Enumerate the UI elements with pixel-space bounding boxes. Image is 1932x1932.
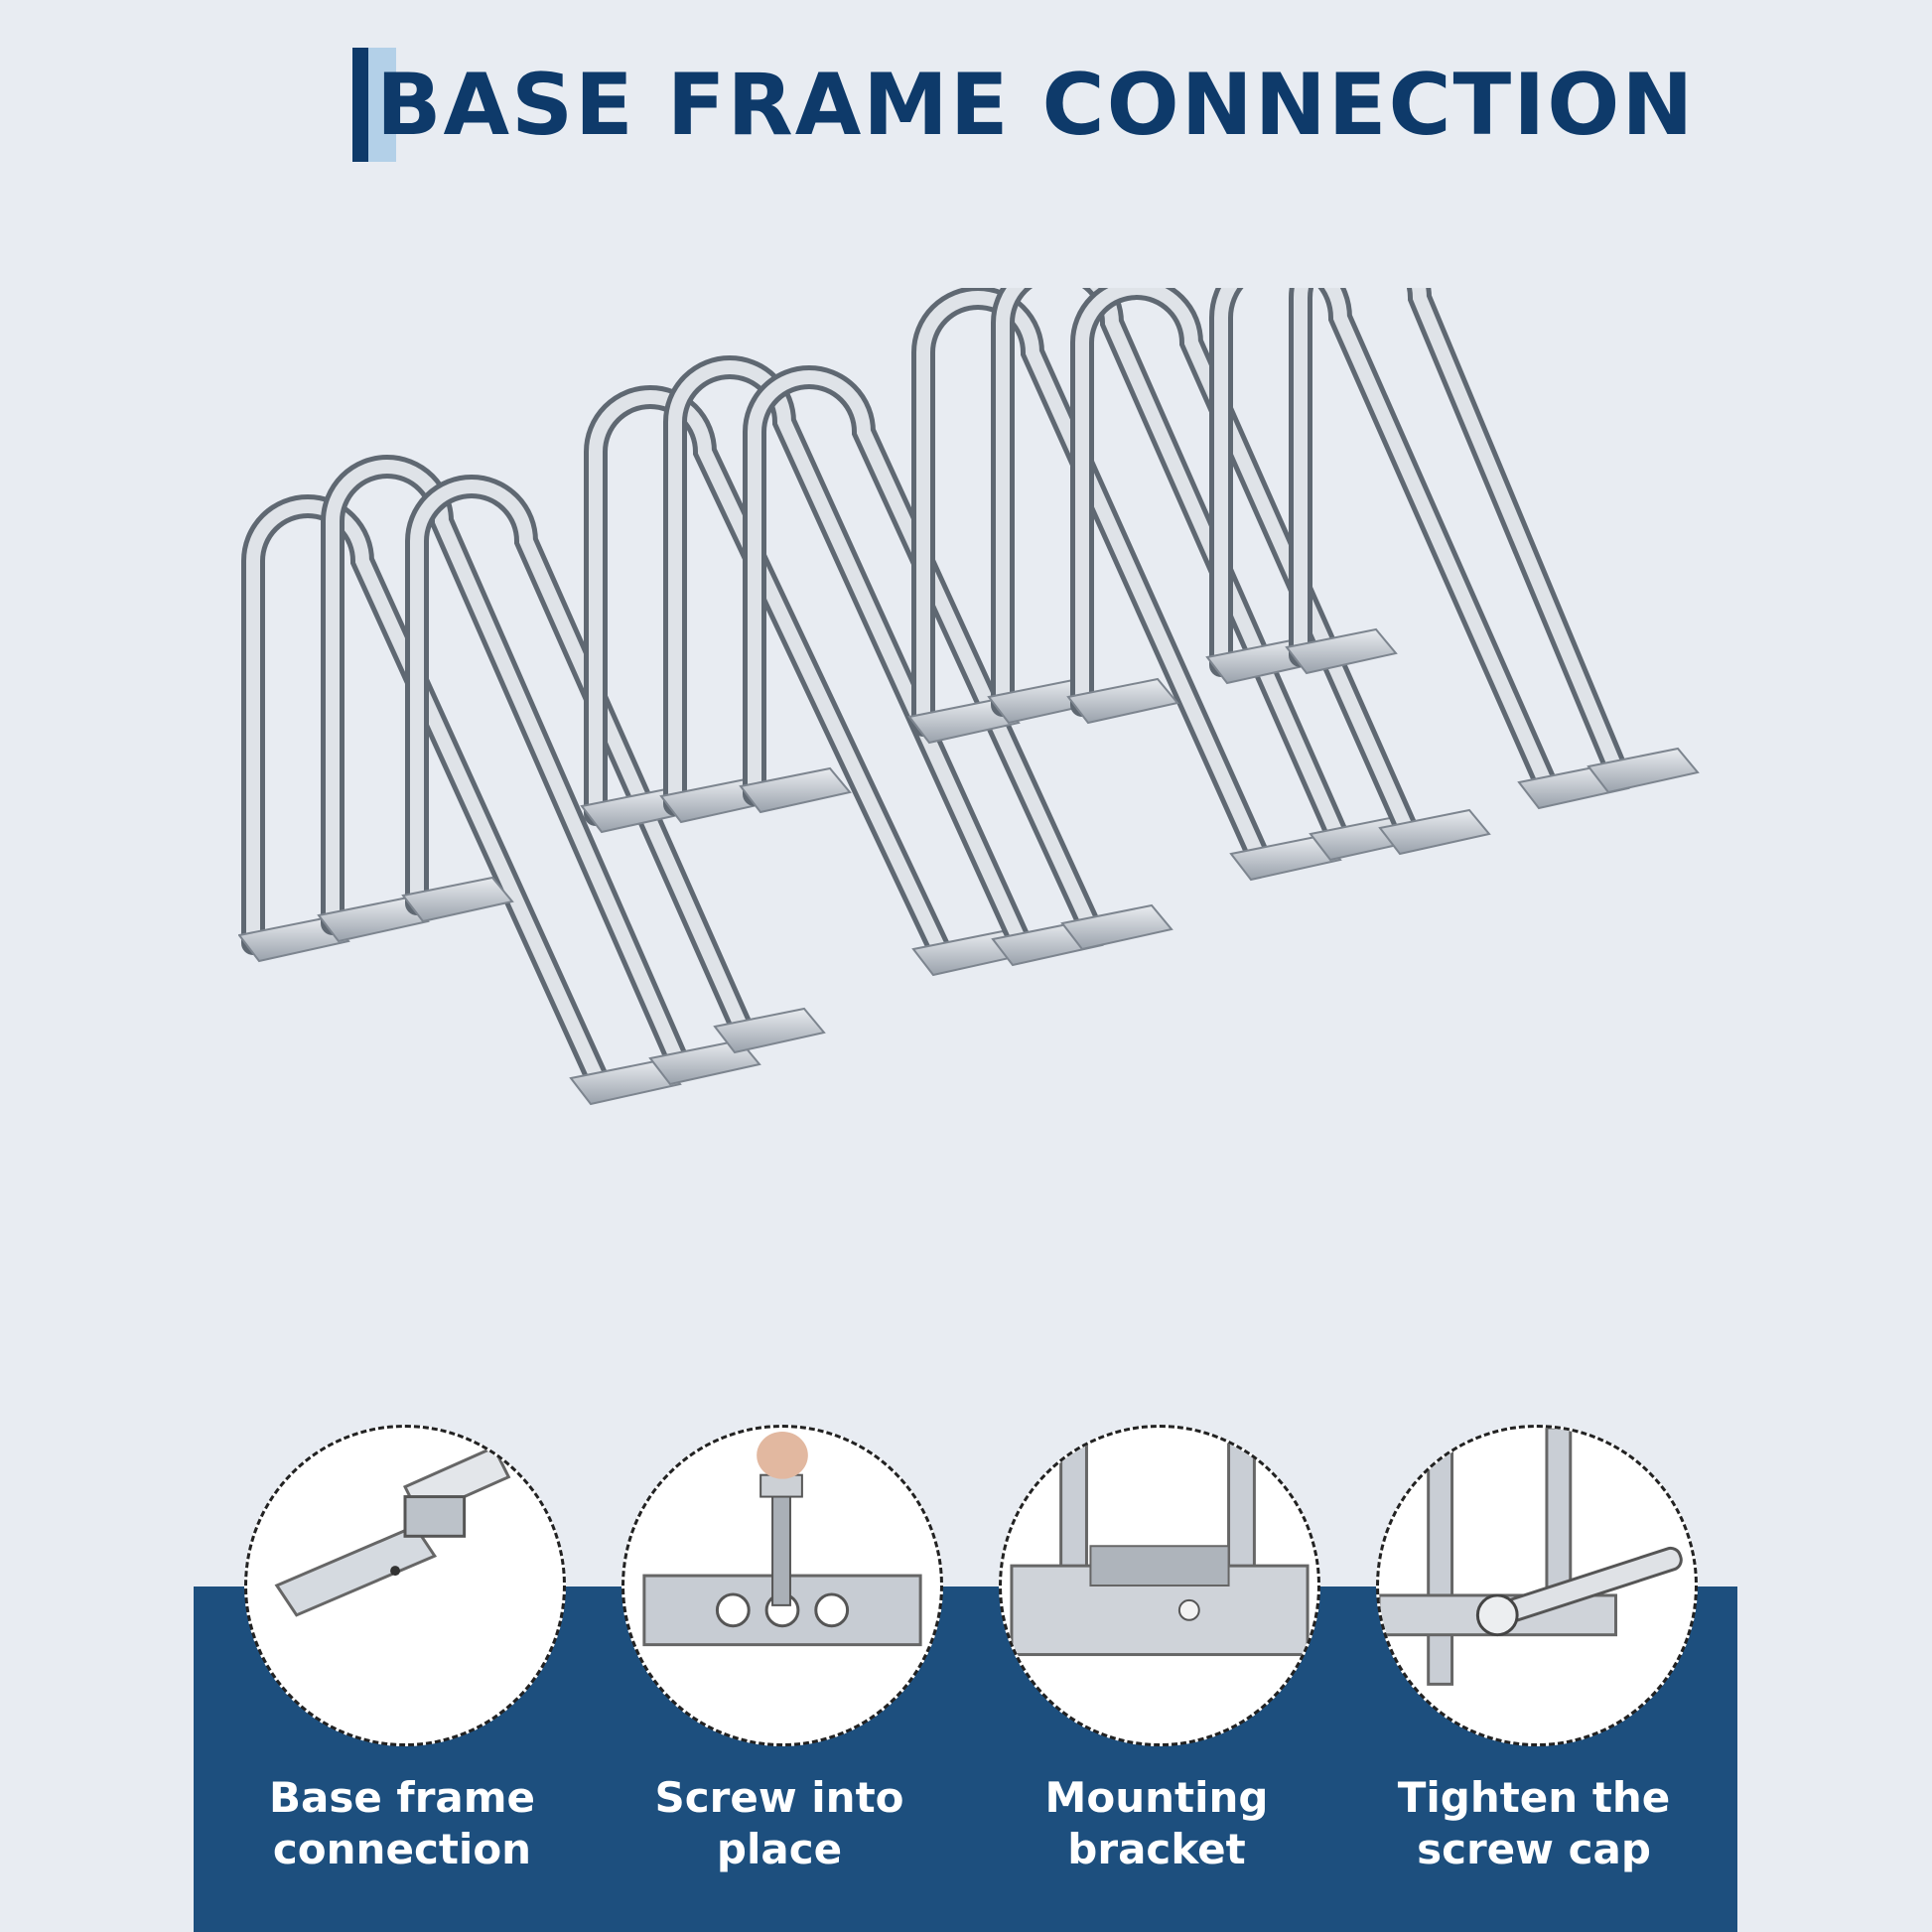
base-plate <box>907 697 1021 745</box>
base-plate <box>1229 834 1342 882</box>
bike-rack-illustration <box>238 288 1700 1106</box>
rack-tube-highlight <box>589 390 950 964</box>
step-caption-line1: Tighten the <box>1397 1773 1671 1822</box>
base-plate <box>739 766 852 814</box>
base-plate <box>1285 627 1398 675</box>
base-plate <box>713 1007 826 1054</box>
screw-insert-icon <box>621 1425 943 1746</box>
title-accent-bar <box>352 48 396 162</box>
base-plate <box>569 1058 682 1106</box>
rack-tube-highlight <box>246 499 608 1093</box>
base-plate <box>238 915 350 963</box>
step-caption-line2: bracket <box>1067 1825 1246 1873</box>
rack-tube-highlight <box>916 291 1268 869</box>
step-caption-line2: place <box>716 1825 843 1873</box>
page-title: BASE FRAME CONNECTION <box>352 48 1695 162</box>
tube-joint-icon <box>244 1425 566 1746</box>
base-plate <box>648 1038 761 1086</box>
base-plate <box>1060 903 1173 951</box>
base-plate <box>1587 747 1700 794</box>
base-plate <box>317 896 430 943</box>
base-plate <box>401 876 514 923</box>
step-caption-line1: Screw into <box>654 1773 904 1822</box>
base-plate <box>1378 808 1491 856</box>
rack-tube-highlight <box>748 370 1099 938</box>
rack-tube-highlight <box>1075 288 1417 843</box>
step-caption-line2: connection <box>272 1825 532 1873</box>
rack-tube-highlight <box>410 480 752 1041</box>
mounting-bracket-icon <box>999 1425 1320 1746</box>
rack-tube-highlight <box>668 360 1030 954</box>
base-plate <box>1066 677 1179 725</box>
step-caption-line2: screw cap <box>1417 1825 1651 1873</box>
rack-tube-highlight <box>1214 288 1556 797</box>
step-caption-line1: Mounting <box>1044 1773 1269 1822</box>
wrench-tighten-icon <box>1376 1425 1698 1746</box>
step-caption-line1: Base frame <box>268 1773 536 1822</box>
title-text: BASE FRAME CONNECTION <box>376 55 1696 155</box>
